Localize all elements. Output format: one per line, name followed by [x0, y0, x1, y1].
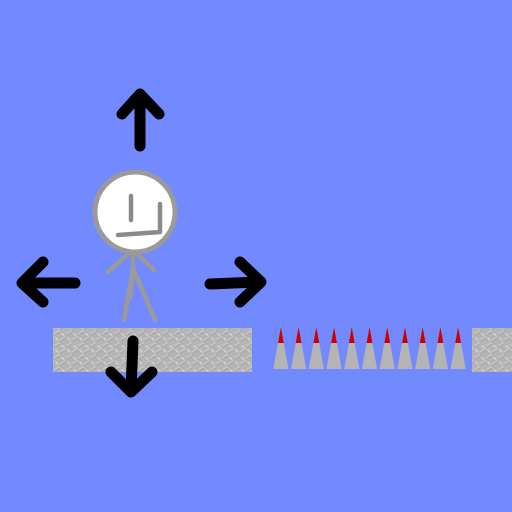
arrow-left-icon[interactable] — [16, 256, 81, 308]
spike-row — [273, 327, 466, 369]
spike-tip — [295, 327, 302, 343]
player-legs — [121, 265, 158, 323]
spike — [290, 327, 307, 369]
player-stick-figure — [92, 169, 178, 323]
right-platform — [472, 328, 512, 372]
spike — [379, 327, 395, 369]
arrow-down-icon[interactable] — [105, 335, 158, 398]
spike-tip — [277, 327, 284, 343]
arrow-right-icon[interactable] — [204, 256, 267, 308]
spike-tip — [348, 327, 355, 343]
spike — [397, 327, 413, 369]
spike-tip — [419, 327, 426, 343]
spike-tip — [313, 327, 320, 343]
spike-tip — [455, 327, 462, 343]
spike — [326, 327, 342, 369]
spike-tip — [366, 327, 373, 343]
player-face — [115, 193, 163, 238]
spike — [361, 327, 378, 369]
spike-tip — [331, 327, 337, 343]
spike-tip — [437, 327, 444, 343]
spike — [415, 327, 431, 369]
spike — [308, 327, 324, 369]
arrow-up-icon[interactable] — [116, 88, 165, 152]
spike-tip — [384, 327, 391, 343]
spike — [450, 327, 466, 369]
spike — [432, 327, 449, 369]
spike — [344, 327, 360, 369]
spike — [273, 327, 289, 369]
player-head — [92, 169, 178, 255]
left-platform — [53, 328, 252, 372]
spike-tip — [402, 327, 408, 343]
